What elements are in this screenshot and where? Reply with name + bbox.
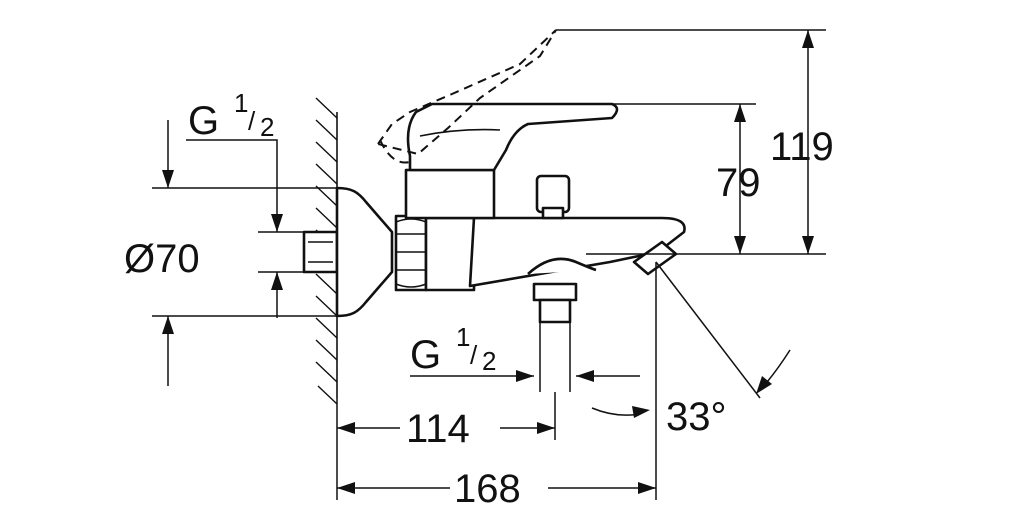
label-114: 114 — [406, 407, 470, 451]
dimension-119 — [556, 29, 826, 255]
union-nut — [394, 214, 428, 292]
dimension-angle-33 — [591, 261, 791, 418]
diverter-housing — [527, 257, 597, 275]
dimension-diameter-70 — [152, 120, 337, 386]
diverter-knob — [535, 174, 571, 220]
wall-hatching — [315, 97, 338, 405]
dimension-79 — [612, 103, 756, 254]
label-diameter-70: Ø70 — [124, 237, 200, 281]
wall-connector-nut — [302, 230, 339, 274]
label-angle-33: 33° — [666, 395, 727, 439]
bath-spout — [468, 216, 686, 288]
label-119: 119 — [770, 125, 834, 169]
thread-label-top: G 1 / 2 — [188, 88, 274, 143]
thread-label-bottom: G 1 / 2 — [410, 322, 496, 377]
shower-outlet-fitting — [532, 282, 578, 324]
dimension-168 — [337, 262, 657, 500]
label-79: 79 — [716, 161, 761, 205]
wall-rosette — [335, 186, 394, 318]
dimension-thread-top — [186, 139, 283, 232]
label-168: 168 — [454, 467, 521, 511]
dimension-114 — [336, 392, 556, 500]
mixer-body — [424, 216, 476, 292]
lever-handle — [404, 102, 619, 220]
dimension-thread-bottom — [410, 322, 640, 392]
